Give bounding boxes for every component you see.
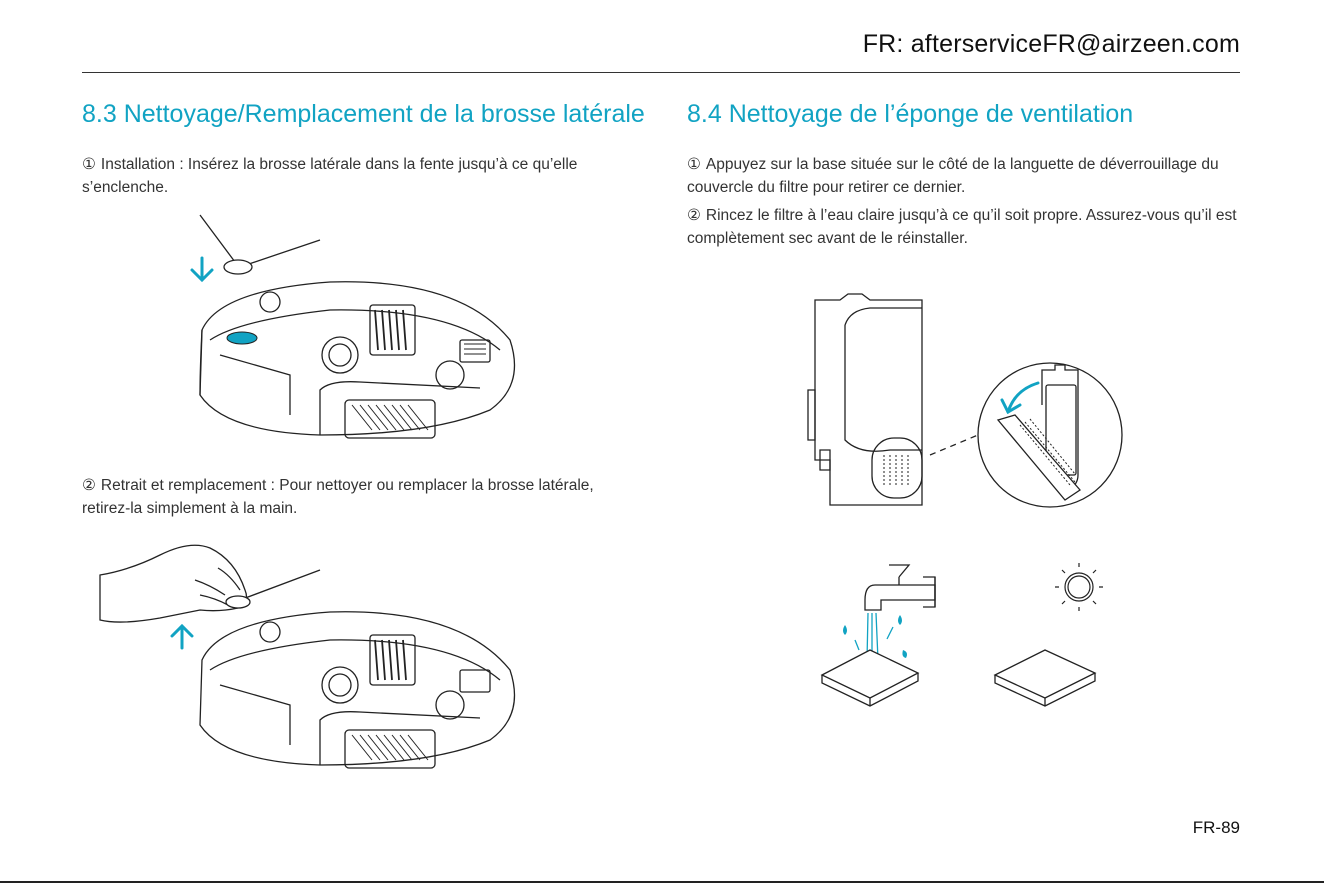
step-text: Appuyez sur la base située sur le côté d… <box>687 156 1219 196</box>
step-text: Rincez le filtre à l’eau claire jusqu’à … <box>687 207 1237 247</box>
curved-arrow-icon <box>1002 383 1038 412</box>
robot-brush-removal-illustration <box>100 540 530 790</box>
filter-wash-dry-illustration <box>815 555 1095 710</box>
step-number: ① <box>687 156 701 173</box>
arrow-up-icon <box>172 626 192 648</box>
bottom-divider <box>0 881 1324 883</box>
sun-icon <box>1055 563 1103 611</box>
filter-removal-illustration <box>800 290 1150 515</box>
arrow-down-icon <box>192 258 212 280</box>
step-number: ② <box>687 207 701 224</box>
header-email: FR: afterserviceFR@airzeen.com <box>862 30 1240 58</box>
faucet-icon <box>865 565 935 610</box>
step-number: ② <box>82 477 96 494</box>
step-text: Retrait et remplacement : Pour nettoyer … <box>82 477 594 517</box>
page-number: FR-89 <box>1192 818 1240 837</box>
water-drop-icon <box>843 615 907 658</box>
step-text: Installation : Insérez la brosse latéral… <box>82 156 578 196</box>
robot-brush-install-illustration <box>180 210 530 450</box>
header-divider <box>82 72 1240 73</box>
section-8-3-title: 8.3 Nettoyage/Remplacement de la brosse … <box>82 100 645 128</box>
section-8-4-title: 8.4 Nettoyage de l’éponge de ventilation <box>687 100 1134 128</box>
step-number: ① <box>82 156 96 173</box>
